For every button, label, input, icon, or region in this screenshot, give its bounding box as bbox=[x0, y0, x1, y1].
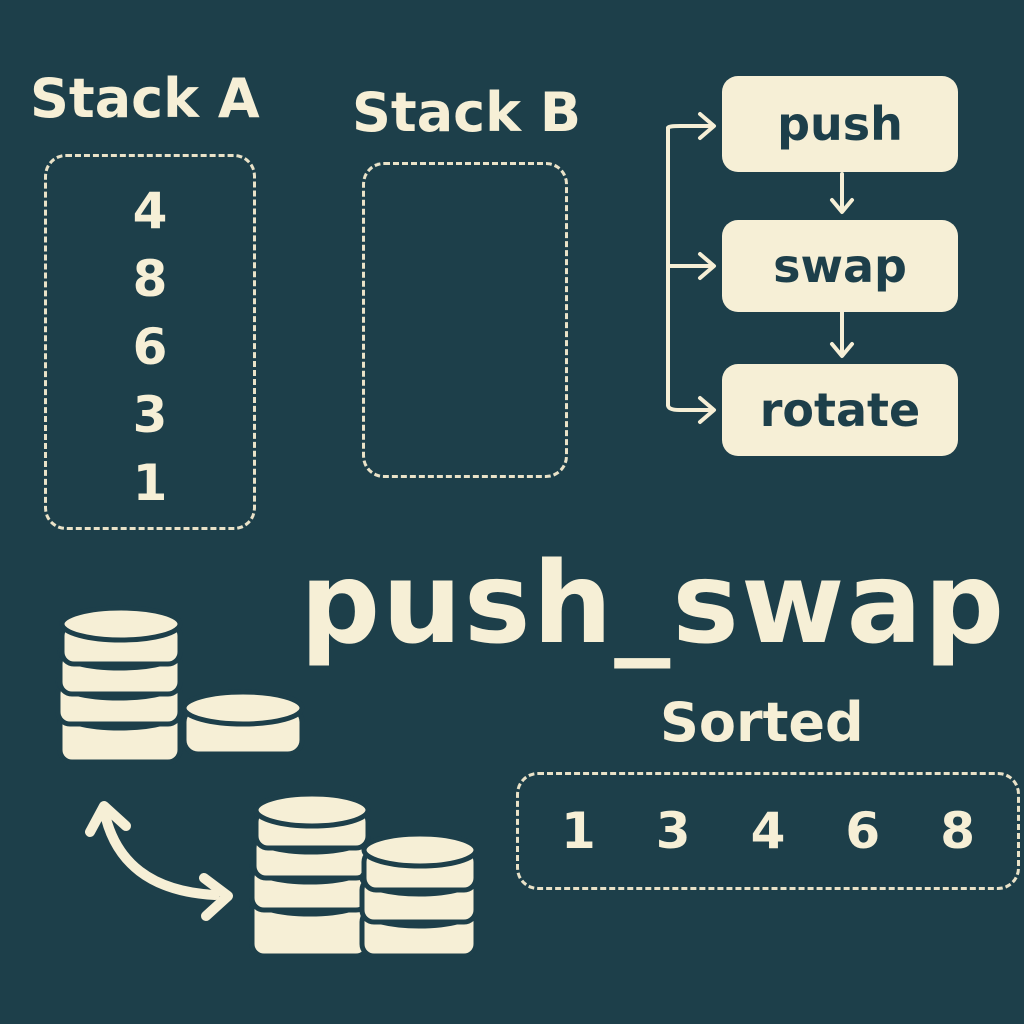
sorted-label: Sorted bbox=[660, 691, 864, 754]
stack-a-value: 3 bbox=[132, 386, 168, 444]
sorted-value: 1 bbox=[561, 802, 596, 860]
stack-a-value: 4 bbox=[132, 182, 168, 240]
sorted-box: 1 3 4 6 8 bbox=[516, 772, 1020, 890]
flow-arrowhead-swap bbox=[698, 252, 716, 280]
page-title: push_swap bbox=[300, 539, 1007, 669]
sorted-value: 4 bbox=[750, 802, 786, 860]
rotate-button[interactable]: rotate bbox=[722, 364, 958, 456]
stack-b-label: Stack B bbox=[352, 81, 582, 144]
flow-arrowhead-swap-rotate bbox=[830, 342, 854, 358]
stack-b-box bbox=[362, 162, 568, 478]
stack-a-value: 1 bbox=[132, 454, 168, 512]
flow-arrowhead-push bbox=[698, 112, 716, 140]
stack-a-label: Stack A bbox=[30, 67, 260, 130]
push-button[interactable]: push bbox=[722, 76, 958, 172]
stack-a-value: 8 bbox=[132, 250, 168, 308]
flow-branch-rotate bbox=[666, 403, 714, 412]
sorted-value: 3 bbox=[655, 802, 691, 860]
flow-branch-push bbox=[666, 124, 714, 130]
swap-button[interactable]: swap bbox=[722, 220, 958, 312]
sorted-value: 8 bbox=[940, 802, 975, 860]
stack-a-values: 4 8 6 3 1 bbox=[56, 186, 244, 508]
stack-a-box bbox=[44, 154, 256, 530]
curved-double-arrow-icon bbox=[85, 801, 233, 921]
stack-a-value: 6 bbox=[132, 318, 168, 376]
flow-arrowhead-rotate bbox=[698, 396, 716, 424]
sorted-value: 6 bbox=[845, 802, 881, 860]
flow-arrowhead-push-swap bbox=[830, 198, 854, 214]
